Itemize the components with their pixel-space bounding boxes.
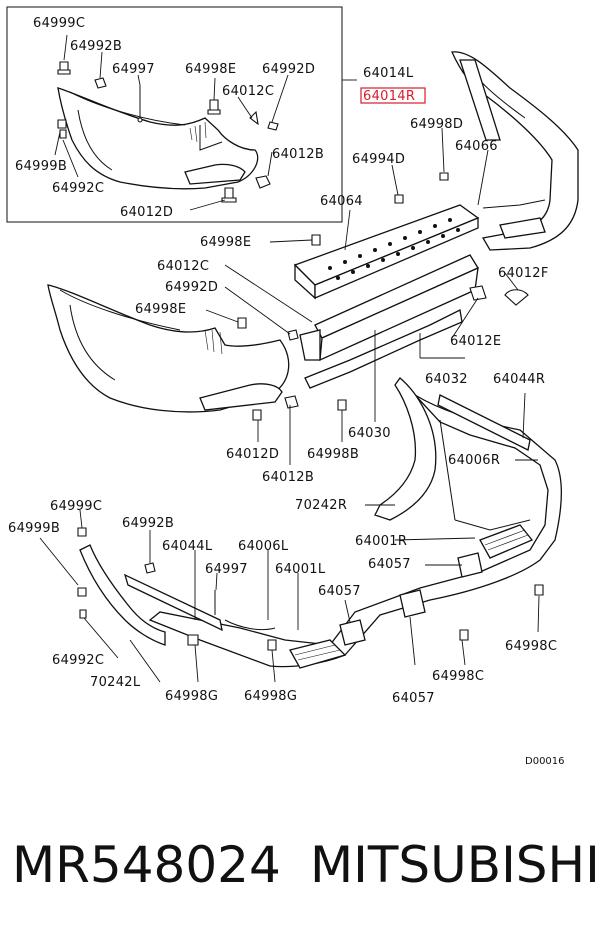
brand-name: MITSUBISHI	[310, 836, 600, 894]
label: 64992D	[262, 62, 315, 77]
part-number: MR548024	[12, 836, 281, 894]
label: 64006R	[448, 453, 500, 468]
right-rail	[437, 394, 531, 451]
label: 64994D	[352, 152, 405, 167]
label: 64998D	[410, 117, 463, 132]
label: 64997	[112, 62, 155, 77]
label: 64998G	[244, 689, 297, 704]
reinforcement-panel	[293, 204, 480, 300]
part-labels: 64999C 64992B 64997 64998E 64992D 64014L…	[8, 16, 565, 767]
label: 64066	[455, 139, 498, 154]
left-rail	[123, 573, 276, 632]
label: 64012B	[272, 147, 324, 162]
label: 64999C	[33, 16, 85, 31]
label: 64998B	[307, 447, 359, 462]
label: 64992B	[70, 39, 122, 54]
label: 64998E	[185, 62, 236, 77]
label: 64012D	[226, 447, 279, 462]
label: 64001L	[275, 562, 326, 577]
main-bumper-cover	[148, 394, 563, 669]
label: 64012D	[120, 205, 173, 220]
upper-bumper-corner	[451, 51, 579, 251]
label: 64044R	[493, 372, 545, 387]
energy-absorber	[299, 254, 479, 362]
label: 64992C	[52, 653, 104, 668]
label: 64012C	[157, 259, 209, 274]
fasteners	[77, 172, 544, 651]
label: 64030	[348, 426, 391, 441]
label: 64057	[392, 691, 435, 706]
label: 64997	[205, 562, 248, 577]
parts-diagram: 64999C 64992B 64997 64998E 64992D 64014L…	[6, 6, 579, 767]
side-bracket-left	[79, 544, 166, 646]
label: 64032	[425, 372, 468, 387]
left-bumper-end	[47, 284, 290, 413]
inset-frame	[6, 6, 343, 223]
label: 64012F	[498, 266, 549, 281]
label: 64006L	[238, 539, 289, 554]
inset-leaders	[54, 34, 289, 211]
diagram-code: D00016	[525, 756, 565, 767]
label-highlighted: 64014R	[363, 89, 415, 104]
label: 64998E	[200, 235, 251, 250]
label: 64044L	[162, 539, 213, 554]
label: 64998G	[165, 689, 218, 704]
label: 64057	[368, 557, 411, 572]
label: 64012B	[262, 470, 314, 485]
label: 64999B	[15, 159, 67, 174]
label: 64992B	[122, 516, 174, 531]
label: 64998C	[505, 639, 557, 654]
inset-bumper-end	[57, 87, 259, 190]
highlight-box	[360, 87, 426, 104]
label: 64057	[318, 584, 361, 599]
inset-fasteners	[57, 61, 279, 203]
label: 64992C	[52, 181, 104, 196]
label: 64999B	[8, 521, 60, 536]
label: 64999C	[50, 499, 102, 514]
label: 64064	[320, 194, 363, 209]
footer: MR548024 MITSUBISHI	[0, 836, 600, 906]
mount-blocks	[339, 552, 483, 646]
label: 70242L	[90, 675, 141, 690]
label: 64992D	[165, 280, 218, 295]
side-bracket-right	[374, 377, 437, 521]
label: 64012E	[450, 334, 501, 349]
leader-lines	[39, 127, 540, 683]
label: 64998E	[135, 302, 186, 317]
label: 70242R	[295, 498, 347, 513]
label: 64998C	[432, 669, 484, 684]
label: 64012C	[222, 84, 274, 99]
label: 64001R	[355, 534, 407, 549]
label: 64014L	[363, 66, 414, 81]
